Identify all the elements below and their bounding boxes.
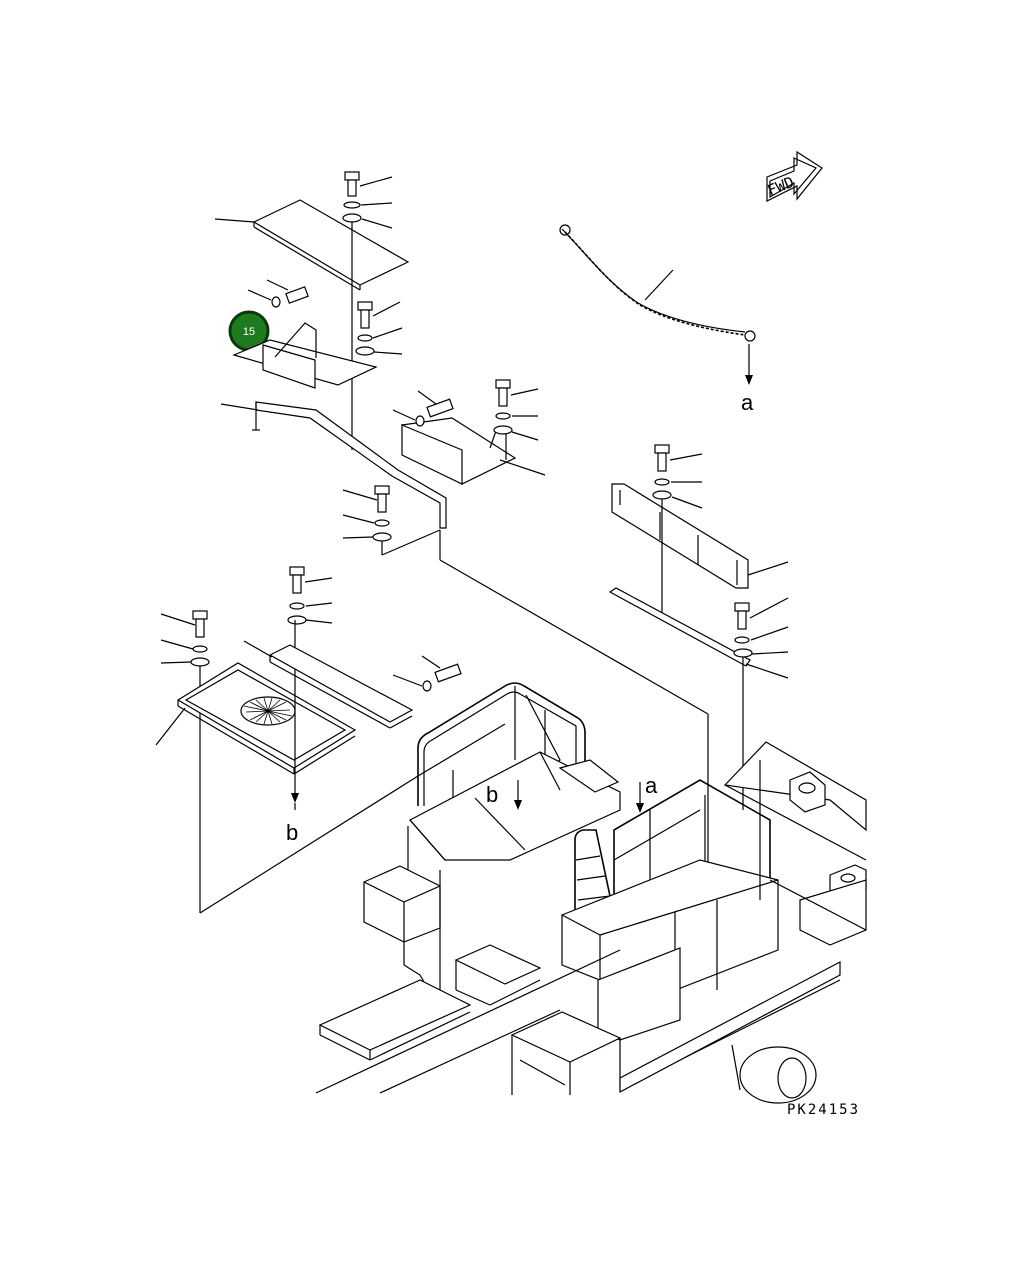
- small-cover-right: [392, 390, 546, 485]
- reference-a-bottom: a: [645, 773, 658, 798]
- left-frame-cover: b: [155, 620, 357, 845]
- fwd-label: FWD: [765, 173, 797, 200]
- bolt-stack-left-frame: [160, 610, 210, 913]
- small-cover-left: [232, 279, 378, 389]
- bolt-stack-left-cover: [287, 566, 333, 625]
- top-cover-plate: [214, 199, 410, 291]
- reference-b-left: b: [286, 820, 298, 845]
- safety-chain: a: [559, 224, 756, 415]
- machine-body: b a: [315, 682, 867, 1104]
- badge-label: 15: [243, 326, 255, 338]
- reference-b-mid: b: [486, 782, 498, 807]
- leader-lines: [199, 775, 419, 914]
- bolt-stack-mid-left: [355, 301, 403, 356]
- bolt-stack-right-upper: [652, 444, 703, 620]
- side-guard-upper: [611, 483, 789, 589]
- bolt-stack-center: [342, 485, 709, 870]
- drawing-code: PK24153: [787, 1102, 860, 1118]
- bolt-stack-top: [342, 171, 393, 450]
- forward-direction-arrow: FWD: [765, 150, 823, 202]
- reference-a-top: a: [741, 390, 754, 415]
- mounting-rail: [220, 401, 447, 529]
- bolt-stack-right-lower: [733, 597, 789, 810]
- side-guard-lower-strip: [608, 587, 789, 679]
- bolt-stack-mid-right: [493, 379, 539, 441]
- left-cover-plate: [243, 640, 462, 729]
